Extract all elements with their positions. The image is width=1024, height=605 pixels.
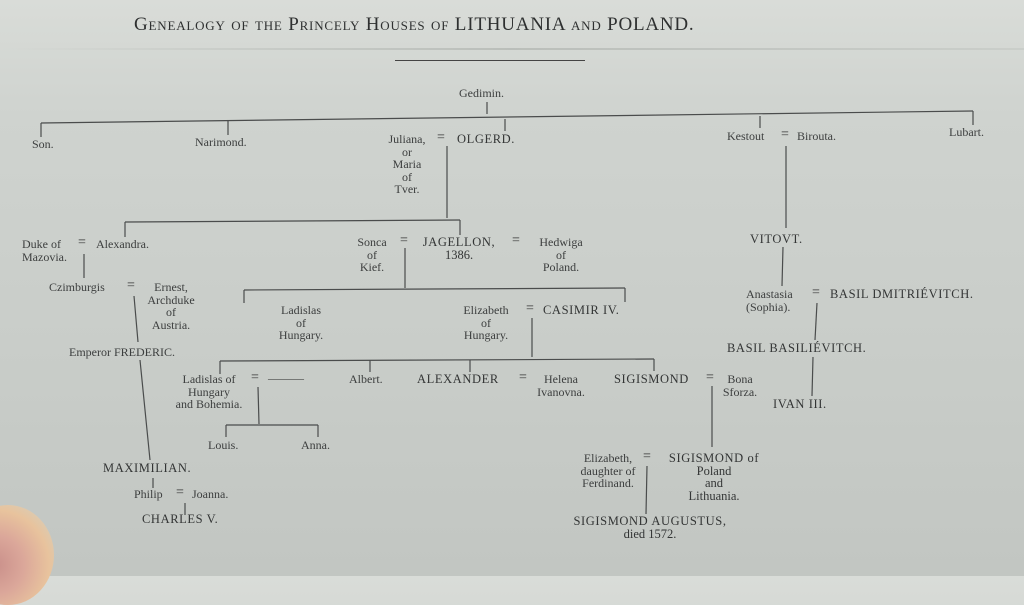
node-albert: Albert.: [349, 372, 383, 386]
marriage-symbol: =: [176, 485, 184, 500]
node-gedimin: Gedimin.: [459, 86, 504, 100]
node-sigismond: SIGISMOND: [614, 372, 689, 386]
node-basil-basilievitch: BASIL BASILIÉVITCH.: [727, 341, 867, 355]
node-anna: Anna.: [301, 438, 330, 452]
node-czimburgis: Czimburgis: [49, 280, 105, 294]
title-underline: [395, 60, 585, 61]
marriage-symbol: =: [127, 278, 135, 293]
node-joanna: Joanna.: [192, 487, 229, 501]
marriage-symbol: =: [512, 233, 520, 248]
node-casimir-iv: CASIMIR IV.: [543, 303, 620, 317]
node-ladislas-of-bohemia: Ladislas of Hungary and Bohemia.: [175, 372, 243, 411]
node-sigismond-of-poland: SIGISMOND of Poland and Lithuania.: [668, 451, 760, 503]
node-philip: Philip: [134, 487, 163, 501]
node-lubart: Lubart.: [949, 125, 984, 139]
node-ivan-iii: IVAN III.: [773, 397, 827, 411]
node-olgerd: OLGERD.: [457, 132, 516, 146]
node-narimond: Narimond.: [195, 135, 247, 149]
node-charles-v: CHARLES V.: [142, 512, 219, 526]
node-maximilian: MAXIMILIAN.: [103, 461, 192, 475]
node-alexandra: Alexandra.: [96, 237, 149, 251]
node-sigismond-augustus: SIGISMOND AUGUSTUS, died 1572.: [573, 514, 727, 541]
marriage-symbol: =: [706, 370, 714, 385]
node-alexander: ALEXANDER: [417, 372, 499, 386]
node-unknown-spouse: ———: [268, 371, 304, 385]
node-elizabeth-of-hungary: Elizabeth of Hungary.: [463, 303, 509, 342]
node-juliana: Juliana, or Maria of Tver.: [388, 132, 426, 196]
node-emperor-frederic: Emperor FREDERIC.: [69, 345, 175, 359]
node-bona-sforza: Bona Sforza.: [722, 372, 758, 399]
marriage-symbol: =: [812, 285, 820, 300]
marriage-symbol: =: [251, 370, 259, 385]
node-ladislas-of-hungary: Ladislas of Hungary.: [278, 303, 324, 342]
node-hedwiga: Hedwiga of Poland.: [539, 235, 583, 274]
node-son: Son.: [32, 137, 54, 151]
node-vitovt: VITOVT.: [750, 232, 803, 246]
node-louis: Louis.: [208, 438, 239, 452]
marriage-symbol: =: [437, 130, 445, 145]
node-anastasia: Anastasia (Sophia).: [746, 287, 793, 314]
marriage-symbol: =: [526, 301, 534, 316]
family-tree-lines: [40, 102, 974, 515]
page-title: Genealogy of the Princely Houses of LITH…: [134, 14, 695, 35]
node-sonca: Sonca of Kief.: [357, 235, 387, 274]
node-jagellon: JAGELLON, 1386.: [422, 235, 496, 262]
node-helena: Helena Ivanovna.: [537, 372, 585, 399]
node-elizabeth-daughter-of-ferdinand: Elizabeth, daughter of Ferdinand.: [580, 451, 636, 490]
marriage-symbol: =: [400, 233, 408, 248]
marriage-symbol: =: [78, 235, 86, 250]
node-ernest: Ernest, Archduke of Austria.: [147, 280, 195, 332]
node-birouta: Birouta.: [797, 129, 836, 143]
node-basil-dmitrievitch: BASIL DMITRIÉVITCH.: [830, 287, 974, 301]
marriage-symbol: =: [643, 449, 651, 464]
node-duke-of-mazovia: Duke of Mazovia.: [22, 237, 67, 264]
marriage-symbol: =: [519, 370, 527, 385]
page-fold-shadow: [0, 48, 1024, 50]
marriage-symbol: =: [781, 127, 789, 142]
node-kestout: Kestout: [727, 129, 765, 143]
